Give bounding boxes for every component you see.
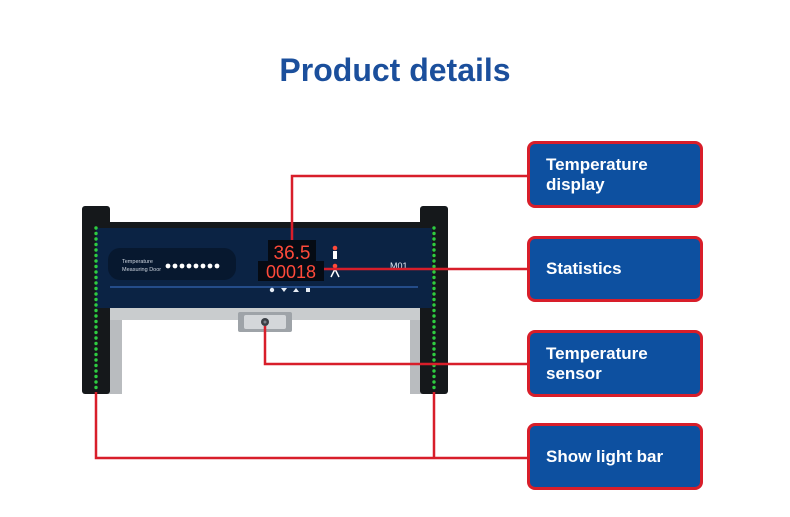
led-dot (94, 242, 98, 247)
led-dot (432, 248, 436, 252)
info-pill (108, 248, 236, 280)
led-dot (94, 231, 98, 236)
led-dot (94, 319, 98, 324)
led-dot (432, 292, 436, 296)
led-dot (94, 264, 98, 269)
callout-statistics-label: Statistics (546, 259, 622, 278)
leader-lines (94, 174, 530, 460)
led-dot (432, 347, 436, 351)
led-dot (432, 259, 436, 263)
led-dot (94, 369, 98, 373)
led-dot (432, 352, 436, 357)
led-dot (432, 385, 436, 390)
led-dot (432, 286, 436, 291)
led-dot (94, 385, 98, 390)
temperature-display-bg (268, 240, 316, 261)
led-dot (432, 270, 436, 274)
led-dot (94, 281, 98, 285)
led-dot (94, 308, 98, 313)
led-dot (432, 325, 436, 329)
led-dot (432, 281, 436, 285)
page-title: Product details (279, 52, 511, 88)
led-dot (432, 374, 436, 379)
led-dot (94, 341, 98, 346)
leader-line-light-bar (94, 392, 530, 460)
led-dot (94, 330, 98, 335)
callout-temperature-sensor-label: Temperature sensor (546, 343, 648, 383)
led-dot (432, 314, 436, 318)
led-dot (94, 336, 98, 340)
led-dot (432, 303, 436, 307)
led-dot (94, 303, 98, 307)
led-dot (432, 380, 436, 384)
person-icon (330, 245, 340, 278)
led-dot (94, 275, 98, 280)
led-dot (94, 297, 98, 302)
led-dot (94, 270, 98, 274)
led-dot (94, 352, 98, 357)
led-dot (432, 341, 436, 346)
led-dot (432, 358, 436, 362)
head-panel-top-edge (96, 222, 432, 228)
callout-temperature-sensor: Temperature sensor (527, 330, 703, 397)
panel-label-line2: Measuring Door (122, 267, 161, 273)
led-dot (94, 259, 98, 263)
led-dot (94, 363, 98, 368)
led-dot (94, 286, 98, 291)
callout-temperature-display-label: Temperature display (546, 154, 648, 194)
led-dot (94, 292, 98, 296)
led-dot (432, 231, 436, 236)
led-dot (432, 330, 436, 335)
callout-light-bar: Show light bar (527, 423, 703, 490)
led-dot (94, 325, 98, 329)
control-buttons (269, 287, 310, 293)
led-dot (94, 314, 98, 318)
led-dot (432, 242, 436, 247)
model-label: M01 (390, 261, 408, 271)
led-dot (432, 319, 436, 324)
led-dot (94, 374, 98, 379)
led-dot (94, 226, 98, 230)
led-dot (94, 248, 98, 252)
leader-line-temperature-sensor (263, 326, 530, 366)
leader-line-temperature-display (290, 174, 530, 240)
left-led-light-bar (94, 226, 98, 390)
led-dot (94, 380, 98, 384)
led-dot (432, 275, 436, 280)
panel-label-line1: Temperature (122, 259, 153, 265)
led-dot (432, 226, 436, 230)
led-dot (432, 336, 436, 340)
led-dot (432, 369, 436, 373)
led-dot (432, 253, 436, 258)
temperature-reading: 36.5 (274, 243, 311, 264)
indicator-dots (165, 263, 220, 269)
right-led-light-bar (432, 226, 436, 390)
led-dot (432, 237, 436, 241)
led-dot (94, 253, 98, 258)
count-display-bg (258, 261, 324, 281)
led-dot (432, 297, 436, 302)
led-dot (432, 308, 436, 313)
count-reading: 00018 (266, 262, 316, 282)
callout-temperature-display: Temperature display (527, 141, 703, 208)
led-dot (432, 264, 436, 269)
callout-statistics: Statistics (527, 236, 703, 302)
led-dot (94, 358, 98, 362)
callout-light-bar-label: Show light bar (546, 446, 664, 466)
led-dot (94, 347, 98, 351)
led-dot (94, 237, 98, 241)
